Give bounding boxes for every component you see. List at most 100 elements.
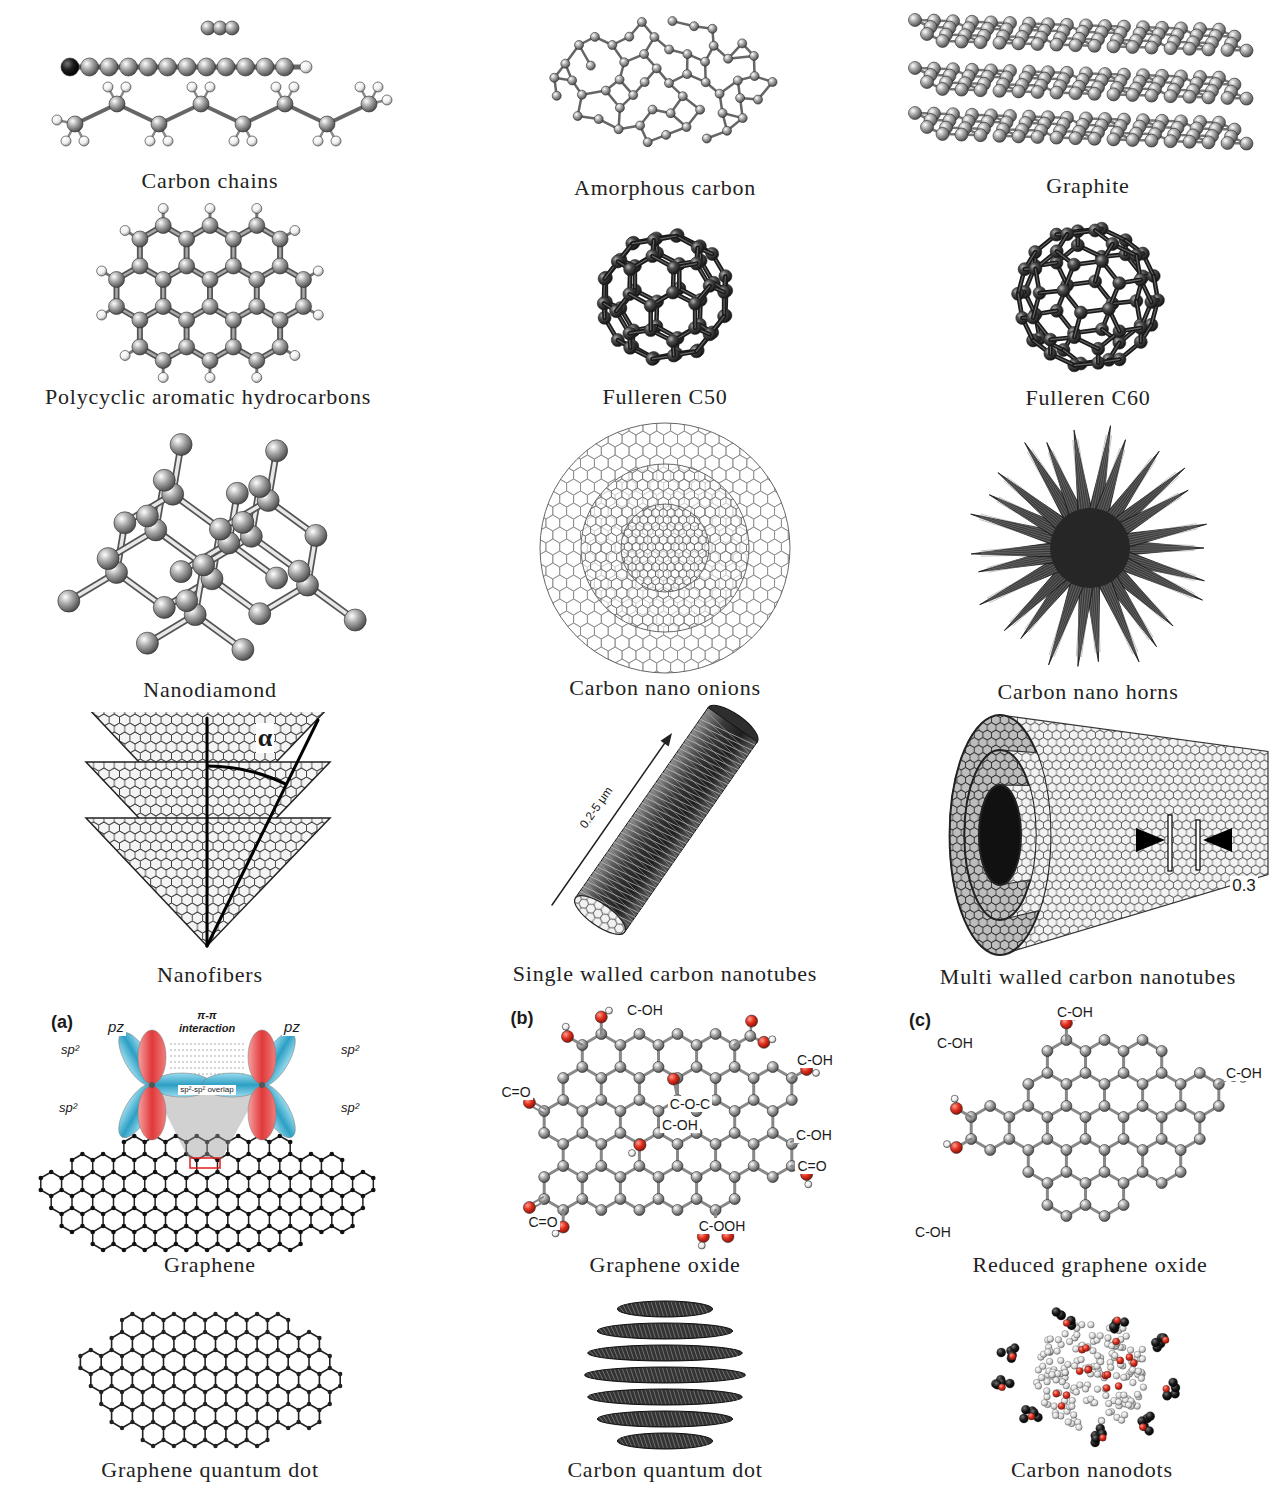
atom (249, 353, 265, 369)
atom (277, 96, 293, 112)
atom (266, 440, 288, 462)
tube-texture (606, 854, 650, 897)
atom (193, 554, 215, 576)
atom (236, 1170, 241, 1175)
atom (205, 373, 215, 383)
atom (1202, 43, 1215, 56)
atom (163, 1212, 168, 1217)
atom (252, 204, 262, 214)
atom (724, 54, 733, 63)
atom (202, 353, 218, 369)
atom (120, 226, 130, 236)
atom (153, 596, 175, 618)
atom (340, 1158, 345, 1163)
atom (936, 35, 949, 48)
atom (178, 58, 196, 76)
atom (921, 76, 934, 89)
atom (1126, 41, 1139, 54)
atom (313, 266, 323, 276)
angle-line (207, 720, 318, 946)
atom (145, 136, 155, 146)
atom (1050, 131, 1063, 144)
atom (226, 1152, 231, 1157)
atom (109, 96, 125, 112)
atom (120, 58, 138, 76)
nanohorn-core (1050, 508, 1130, 588)
atom (237, 58, 255, 76)
atom (174, 1194, 179, 1199)
atom (205, 1212, 210, 1217)
atom (90, 1206, 95, 1211)
atom (142, 1140, 147, 1145)
tube-texture (654, 785, 698, 828)
atom (101, 1152, 106, 1157)
atom (70, 1158, 75, 1163)
atom (750, 72, 759, 81)
atom (290, 351, 300, 361)
swcnt-figure (552, 699, 764, 942)
atom (936, 83, 949, 96)
atom (101, 1188, 106, 1193)
horn-texture (1125, 526, 1197, 541)
atom (974, 84, 987, 97)
spacing-arrow (1136, 828, 1165, 852)
horn-texture (1100, 583, 1133, 654)
atom (1164, 90, 1177, 103)
atom (709, 41, 718, 50)
atom (288, 1152, 293, 1157)
atom (267, 1140, 272, 1145)
atom (271, 82, 281, 92)
atom (1088, 87, 1101, 100)
atom (749, 51, 758, 60)
atom (139, 58, 157, 76)
atom (573, 112, 582, 121)
atom (666, 286, 679, 299)
atom (278, 1158, 283, 1163)
atom (373, 82, 383, 92)
atom (665, 45, 674, 54)
tube-texture (665, 770, 709, 813)
atom (59, 1176, 64, 1181)
atom (174, 1158, 179, 1163)
atom (313, 136, 323, 146)
atom (1107, 40, 1120, 53)
atom (636, 121, 645, 130)
atom (132, 312, 148, 328)
spacing-mark (1168, 815, 1172, 871)
atom (288, 1176, 293, 1181)
atom (1012, 130, 1025, 143)
atom (590, 32, 599, 41)
atom (176, 590, 198, 612)
atom (122, 1176, 127, 1181)
atom (193, 96, 209, 112)
atom (153, 1194, 158, 1199)
atom (198, 58, 216, 76)
atom (80, 1176, 85, 1181)
atom (158, 204, 168, 214)
atom (974, 36, 987, 49)
tube-texture (682, 745, 726, 788)
tube-texture (620, 834, 664, 877)
atom (733, 76, 742, 85)
atom (132, 1206, 137, 1211)
atom (330, 1176, 335, 1181)
atom (272, 339, 288, 355)
atom (278, 1194, 283, 1199)
atom (174, 1170, 179, 1175)
shell-lattice (570, 452, 757, 644)
horn-texture (1120, 494, 1179, 527)
atom (179, 258, 195, 274)
atom (298, 1194, 303, 1199)
horn-texture (1098, 583, 1101, 651)
atom (247, 136, 257, 146)
atom (179, 312, 195, 328)
atom (1202, 91, 1215, 104)
atom (1074, 306, 1087, 319)
atom (361, 96, 377, 112)
atom (236, 1134, 241, 1139)
atom (662, 130, 671, 139)
tube-texture (599, 863, 643, 906)
atom (921, 121, 934, 134)
atom (1183, 90, 1196, 103)
tube-body (575, 708, 757, 933)
